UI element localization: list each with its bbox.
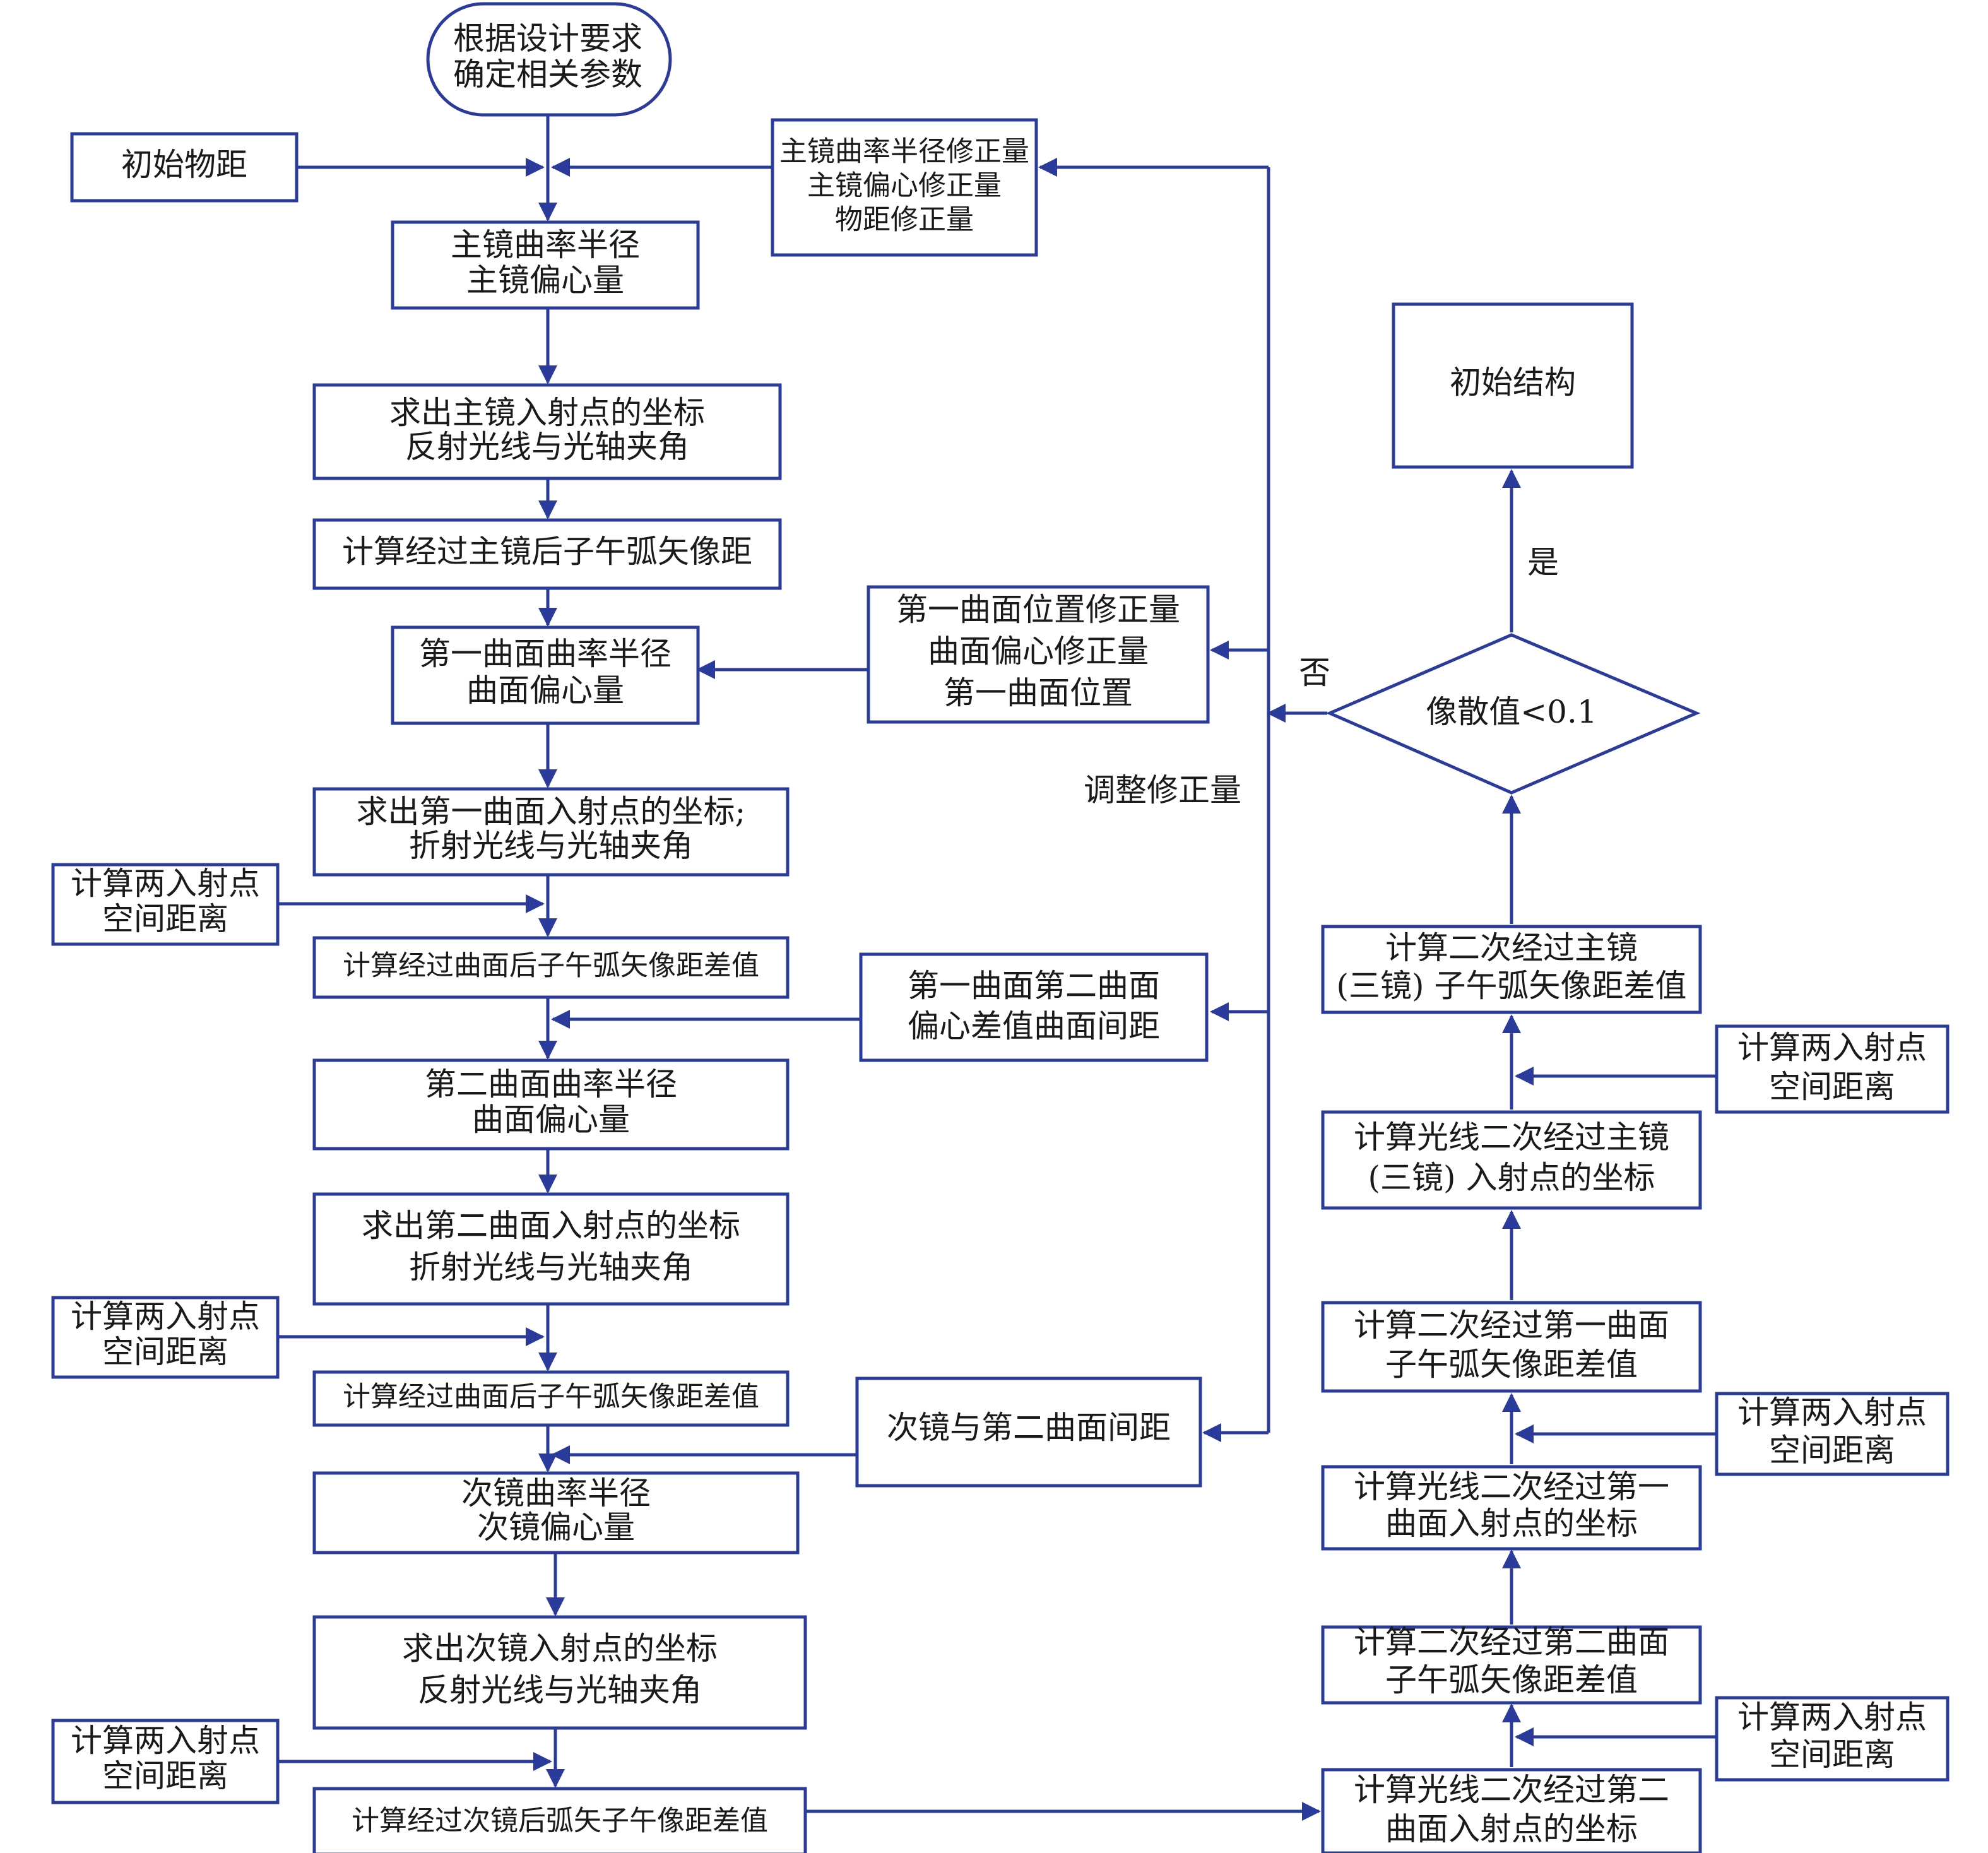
r-primary-incidence-line-2: (三镜) 入射点的坐标 [1368,1159,1655,1196]
primary-image-dist-label: 计算经过主镜后子午弧矢像距 [342,533,752,570]
r-dist-3-box: 计算两入射点 空间距离 [1715,1024,1950,1114]
dist-a-line-1: 计算两入射点 [71,865,260,902]
surf2-radius-line-2: 曲面偏心量 [472,1101,630,1138]
edge-labels: 是 否 调整修正量 [1084,544,1559,808]
yes-label: 是 [1527,544,1559,581]
r-dist-1-box: 计算两入射点 空间距离 [1715,1696,1950,1782]
r-surf2-diff-line-1: 计算二次经过第二曲面 [1354,1624,1669,1661]
primary-radius-line-2: 主镜偏心量 [466,262,624,299]
r-dist-3-line-2: 空间距离 [1769,1069,1895,1105]
start-line-1: 根据设计要求 [453,20,642,57]
surf2-incidence-line-1: 求出第二曲面入射点的坐标 [362,1207,740,1244]
surf12-corr-line-2: 偏心差值曲面间距 [908,1008,1160,1045]
surf12-corr-box: 第一曲面第二曲面 偏心差值曲面间距 [859,952,1209,1062]
adjust-label: 调整修正量 [1084,772,1241,808]
primary-corr-line-3: 物距修正量 [835,204,974,236]
surf1-corr-line-2: 曲面偏心修正量 [928,633,1149,670]
r-surf1-incidence-line-2: 曲面入射点的坐标 [1385,1505,1638,1542]
surf1-corr-line-1: 第一曲面位置修正量 [896,591,1180,628]
dist-c-box: 计算两入射点 空间距离 [51,1719,280,1804]
surf2-incidence-box: 求出第二曲面入射点的坐标 折射光线与光轴夹角 [312,1192,790,1306]
connectors [278,115,1717,1821]
surf12-corr-line-1: 第一曲面第二曲面 [908,968,1160,1004]
secondary-diff-label: 计算经过次镜后弧矢子午像距差值 [352,1805,768,1837]
primary-radius-line-1: 主镜曲率半径 [451,227,640,263]
surf2-radius-box: 第二曲面曲率半径 曲面偏心量 [312,1058,790,1151]
surf2-radius-line-1: 第二曲面曲率半径 [425,1066,677,1103]
surf1-incidence-line-2: 折射光线与光轴夹角 [409,827,693,864]
dist-c-line-2: 空间距离 [102,1758,228,1794]
r-dist-1-line-2: 空间距离 [1769,1736,1895,1773]
r-surf2-diff-line-2: 子午弧矢像距差值 [1385,1662,1638,1698]
secondary-radius-line-2: 次镜偏心量 [477,1509,635,1546]
surf1-corr-box: 第一曲面位置修正量 曲面偏心修正量 第一曲面位置 [867,585,1210,724]
r-dist-3-line-1: 计算两入射点 [1737,1029,1927,1066]
dist-b-line-1: 计算两入射点 [71,1298,260,1335]
surf1-diff-box: 计算经过曲面后子午弧矢像距差值 [312,936,790,999]
init-obj-dist-label: 初始物距 [121,146,247,183]
secondary-radius-box: 次镜曲率半径 次镜偏心量 [312,1471,800,1554]
secondary-corr-box: 次镜与第二曲面间距 [855,1376,1202,1488]
r-surf2-incidence-line-1: 计算光线二次经过第二 [1354,1772,1669,1808]
start-line-2: 确定相关参数 [453,56,642,93]
r-primary-diff-line-2: (三镜) 子午弧矢像距差值 [1337,968,1687,1004]
r-surf1-incidence-line-1: 计算光线二次经过第一 [1354,1469,1669,1505]
r-dist-2-line-1: 计算两入射点 [1737,1394,1927,1431]
secondary-radius-line-1: 次镜曲率半径 [461,1475,651,1512]
primary-corr-line-1: 主镜曲率半径修正量 [779,136,1029,168]
r-dist-2-line-2: 空间距离 [1769,1432,1895,1469]
final-structure-label: 初始结构 [1450,364,1576,401]
decision-diamond: 像散值<0.1 [1325,633,1701,795]
r-surf2-diff-box: 计算二次经过第二曲面 子午弧矢像距差值 [1321,1624,1702,1705]
r-surf2-incidence-box: 计算光线二次经过第二 曲面入射点的坐标 [1321,1768,1702,1853]
primary-incidence-line-2: 反射光线与光轴夹角 [405,429,689,465]
dist-b-box: 计算两入射点 空间距离 [51,1296,280,1379]
r-surf1-diff-line-2: 子午弧矢像距差值 [1385,1346,1638,1383]
primary-corr-box: 主镜曲率半径修正量 主镜偏心修正量 物距修正量 [771,118,1038,257]
surf1-incidence-box: 求出第一曲面入射点的坐标; 折射光线与光轴夹角 [312,787,790,877]
r-surf1-diff-box: 计算二次经过第一曲面 子午弧矢像距差值 [1321,1301,1702,1393]
r-surf1-diff-line-1: 计算二次经过第一曲面 [1354,1307,1669,1344]
surf2-diff-label: 计算经过曲面后子午弧矢像距差值 [343,1381,759,1413]
dist-a-box: 计算两入射点 空间距离 [51,863,280,946]
surf1-diff-label: 计算经过曲面后子午弧矢像距差值 [343,950,759,982]
r-primary-diff-line-1: 计算二次经过主镜 [1385,930,1638,966]
secondary-incidence-line-1: 求出次镜入射点的坐标 [402,1630,718,1667]
r-primary-diff-box: 计算二次经过主镜 (三镜) 子午弧矢像距差值 [1321,925,1702,1014]
secondary-corr-label: 次镜与第二曲面间距 [887,1409,1171,1446]
final-structure-box: 初始结构 [1392,302,1634,469]
secondary-incidence-box: 求出次镜入射点的坐标 反射光线与光轴夹角 [312,1615,807,1730]
surf1-radius-line-1: 第一曲面曲率半径 [419,636,672,672]
secondary-incidence-line-2: 反射光线与光轴夹角 [418,1672,702,1708]
start-terminal: 根据设计要求 确定相关参数 [426,2,672,117]
surf2-diff-box: 计算经过曲面后子午弧矢像距差值 [312,1370,790,1427]
surf1-radius-line-2: 曲面偏心量 [466,672,624,709]
surf1-corr-line-3: 第一曲面位置 [944,675,1133,711]
primary-radius-box: 主镜曲率半径 主镜偏心量 [391,220,700,310]
r-dist-1-line-1: 计算两入射点 [1737,1699,1927,1736]
init-obj-dist-box: 初始物距 [70,132,299,203]
r-surf1-incidence-box: 计算光线二次经过第一 曲面入射点的坐标 [1321,1465,1702,1551]
r-surf2-incidence-line-2: 曲面入射点的坐标 [1385,1811,1638,1847]
surf1-radius-box: 第一曲面曲率半径 曲面偏心量 [391,625,700,725]
surf1-incidence-line-1: 求出第一曲面入射点的坐标; [357,793,746,830]
r-primary-incidence-box: 计算光线二次经过主镜 (三镜) 入射点的坐标 [1321,1110,1702,1210]
surf2-incidence-line-2: 折射光线与光轴夹角 [409,1249,693,1286]
no-label: 否 [1299,654,1330,691]
r-dist-2-box: 计算两入射点 空间距离 [1715,1392,1950,1476]
dist-a-line-2: 空间距离 [102,901,228,937]
primary-incidence-line-1: 求出主镜入射点的坐标 [389,394,705,431]
primary-image-dist-box: 计算经过主镜后子午弧矢像距 [312,518,782,590]
secondary-diff-box: 计算经过次镜后弧矢子午像距差值 [312,1787,807,1853]
decision-label: 像散值<0.1 [1426,694,1597,730]
dist-b-line-2: 空间距离 [102,1334,228,1370]
flowchart-nodes: 根据设计要求 确定相关参数 初始物距 主镜曲率半径修正量 主镜偏心修正量 物距修… [51,2,1950,1853]
r-primary-incidence-line-1: 计算光线二次经过主镜 [1354,1119,1669,1156]
dist-c-line-1: 计算两入射点 [71,1722,260,1759]
primary-incidence-box: 求出主镜入射点的坐标 反射光线与光轴夹角 [312,383,782,480]
primary-corr-line-2: 主镜偏心修正量 [807,170,1002,202]
